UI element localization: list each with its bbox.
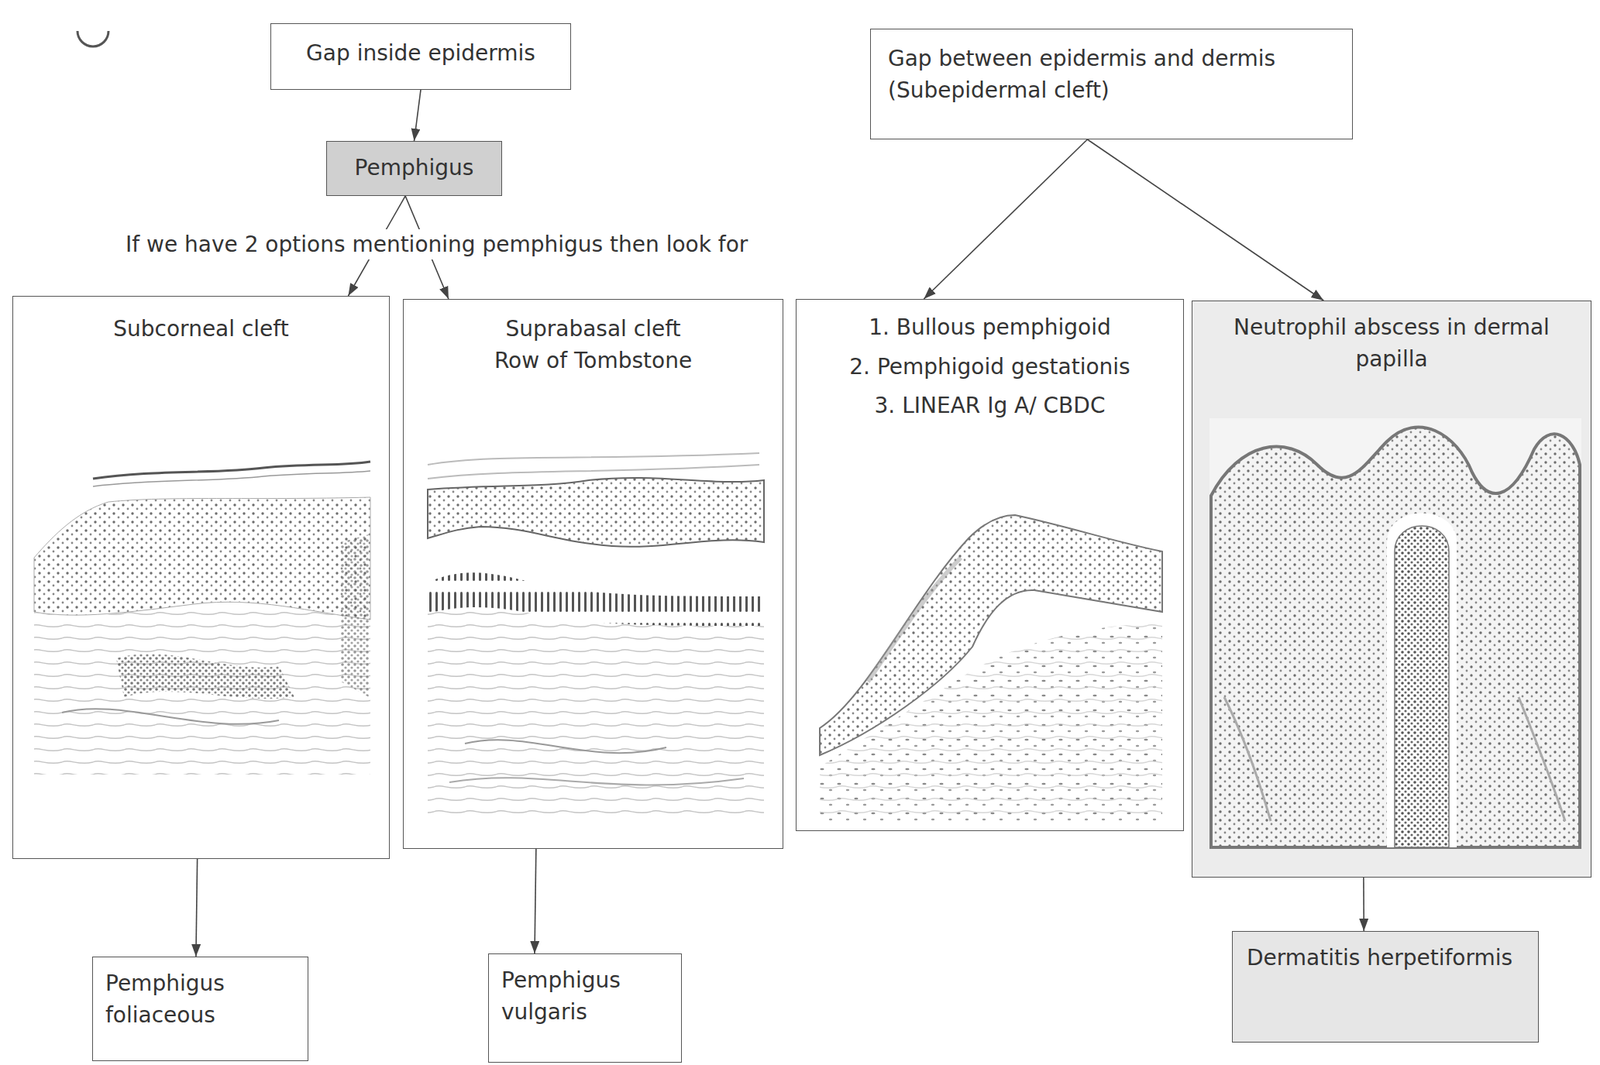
epidermis <box>1211 426 1580 848</box>
arrow-connector <box>1362 877 1365 932</box>
subcorneal-illustration <box>30 459 373 776</box>
arrow-connector <box>1087 139 1324 301</box>
dermal-infiltrate <box>340 534 369 698</box>
lifted-epidermis <box>819 515 1163 756</box>
diagram-box: Neutrophil abscess in dermal papilla <box>1191 300 1592 878</box>
dh-illustration <box>1192 301 1591 878</box>
box-text: Dermatitis herpetiformis <box>1246 942 1525 975</box>
stratum-corneum <box>92 461 371 479</box>
box-text: Row of Tombstone <box>414 345 772 378</box>
arrow-connector <box>923 139 1088 300</box>
diagram-box: Pemphigus <box>326 141 503 197</box>
diagram-box: Subcorneal cleft <box>12 295 390 860</box>
suprabasal-illustration <box>427 453 764 820</box>
papillary-cleft <box>1386 513 1457 849</box>
rete-ridge <box>1518 697 1566 822</box>
collagen <box>61 708 279 725</box>
box-text: 1. Bullous pemphigoid <box>807 312 1173 345</box>
arrow-connector <box>196 859 198 957</box>
note-label: If we have 2 options mentioning pemphigu… <box>122 229 751 260</box>
box-text: Pemphigus <box>334 152 494 185</box>
spinner-mark <box>77 30 109 47</box>
rete-ridge <box>1224 697 1271 822</box>
dermis <box>427 607 764 820</box>
panel-fill <box>1192 301 1591 878</box>
diagram-box: 1. Bullous pemphigoid 2. Pemphigoid gesta… <box>795 299 1184 832</box>
epidermis <box>427 478 764 548</box>
stratum-corneum <box>92 471 371 487</box>
keratin <box>427 453 760 465</box>
diagram-box: Gap between epidermis and dermis (Subepi… <box>870 28 1353 140</box>
box-text: 2. Pemphigoid gestationis <box>807 351 1173 384</box>
box-text: Suprabasal cleft <box>414 313 772 346</box>
diagram-box: Dermatitis herpetiformis <box>1231 931 1539 1043</box>
arrow-connector <box>414 89 422 142</box>
box-text: Pemphigus foliaceous <box>105 968 296 1032</box>
epidermis <box>34 497 371 620</box>
subepidermal-illustration <box>819 515 1163 822</box>
collagen <box>449 777 744 785</box>
image-ground <box>30 459 373 776</box>
diagram-box: Suprabasal cleftRow of Tombstone <box>402 299 784 850</box>
dermal-infiltrate <box>116 653 295 699</box>
collagen <box>464 739 667 754</box>
arrow-connector <box>534 849 537 954</box>
dermis <box>34 602 371 775</box>
box-text: Gap inside epidermis <box>280 37 561 70</box>
box-text: Gap between epidermis and dermis (Subepi… <box>887 43 1336 107</box>
box-text: Subcorneal cleft <box>24 313 379 346</box>
box-text: 3. LINEAR Ig A/ CBDC <box>807 390 1173 423</box>
diagram-box: Pemphigus foliaceous <box>92 956 309 1062</box>
keratin <box>867 557 961 682</box>
dermal-papilla <box>1394 526 1449 848</box>
image-ground <box>1209 418 1582 850</box>
diagram-box: Gap inside epidermis <box>270 23 572 90</box>
box-text: Neutrophil abscess in dermal papilla <box>1203 312 1580 376</box>
box-text: Pemphigus vulgaris <box>501 965 669 1029</box>
keratin <box>427 464 760 479</box>
diagram-box: Pemphigus vulgaris <box>488 953 682 1064</box>
